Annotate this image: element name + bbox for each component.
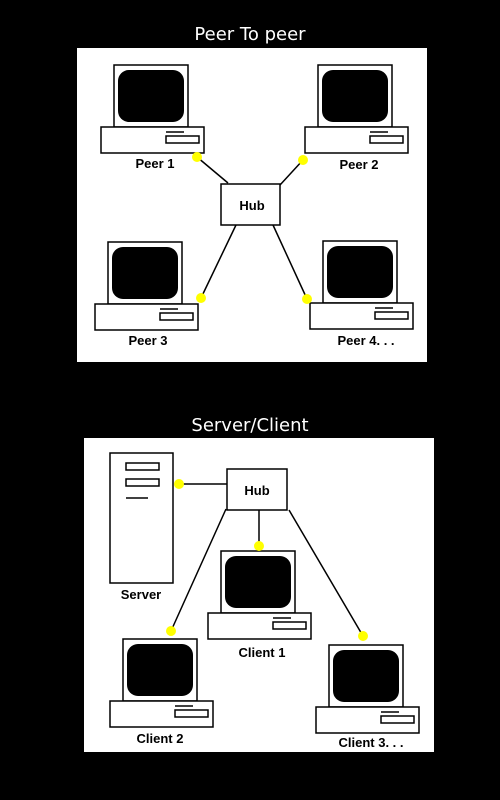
client-2-link	[170, 508, 227, 632]
peer-2-connector	[298, 155, 308, 165]
peer-4-connector	[302, 294, 312, 304]
client-3-computer	[315, 644, 420, 734]
client-2-connector	[166, 626, 176, 636]
peer-4-link	[272, 224, 308, 300]
server-connector	[174, 479, 184, 489]
server-client-title: Server/Client	[191, 415, 309, 436]
peer-3-computer	[94, 241, 199, 331]
client-2-computer	[109, 638, 214, 728]
peer-to-peer-title: Peer To peer	[194, 24, 306, 45]
client-1-label: Client 1	[239, 645, 286, 660]
connector-dots	[166, 479, 368, 641]
client-1-connector	[254, 541, 264, 551]
client-3-connector	[358, 631, 368, 641]
peer-3-label: Peer 3	[128, 333, 167, 348]
server-label: Server	[121, 587, 161, 602]
peer-1-connector	[192, 152, 202, 162]
connection-lines	[170, 483, 364, 637]
connection-lines	[196, 156, 308, 300]
peer-4-computer	[309, 240, 414, 330]
peer-2-label: Peer 2	[339, 157, 378, 172]
peer-to-peer-diagram: Hub Peer 1 Peer 2 Peer 3 Peer 4. . .	[94, 64, 414, 348]
server-client-diagram: Hub Server Client 1 Client 2 Client 3. .…	[109, 452, 420, 750]
server-hub-label: Hub	[244, 483, 269, 498]
client-3-link	[288, 509, 364, 637]
connector-dots	[192, 152, 312, 304]
server-tower	[109, 452, 174, 584]
peer-4-label: Peer 4. . .	[337, 333, 394, 348]
peer-hub-box	[220, 183, 281, 226]
peer-3-link	[200, 224, 237, 299]
client-1-computer	[207, 550, 312, 640]
server-hub-box	[226, 468, 288, 511]
peer-hub-label: Hub	[239, 198, 264, 213]
peer-1-link	[196, 156, 229, 184]
client-3-label: Client 3. . .	[338, 735, 403, 750]
peer-1-computer	[100, 64, 205, 154]
client-2-label: Client 2	[137, 731, 184, 746]
peer-3-connector	[196, 293, 206, 303]
peer-1-label: Peer 1	[135, 156, 174, 171]
peer-2-computer	[304, 64, 409, 154]
peer-2-link	[279, 159, 304, 186]
